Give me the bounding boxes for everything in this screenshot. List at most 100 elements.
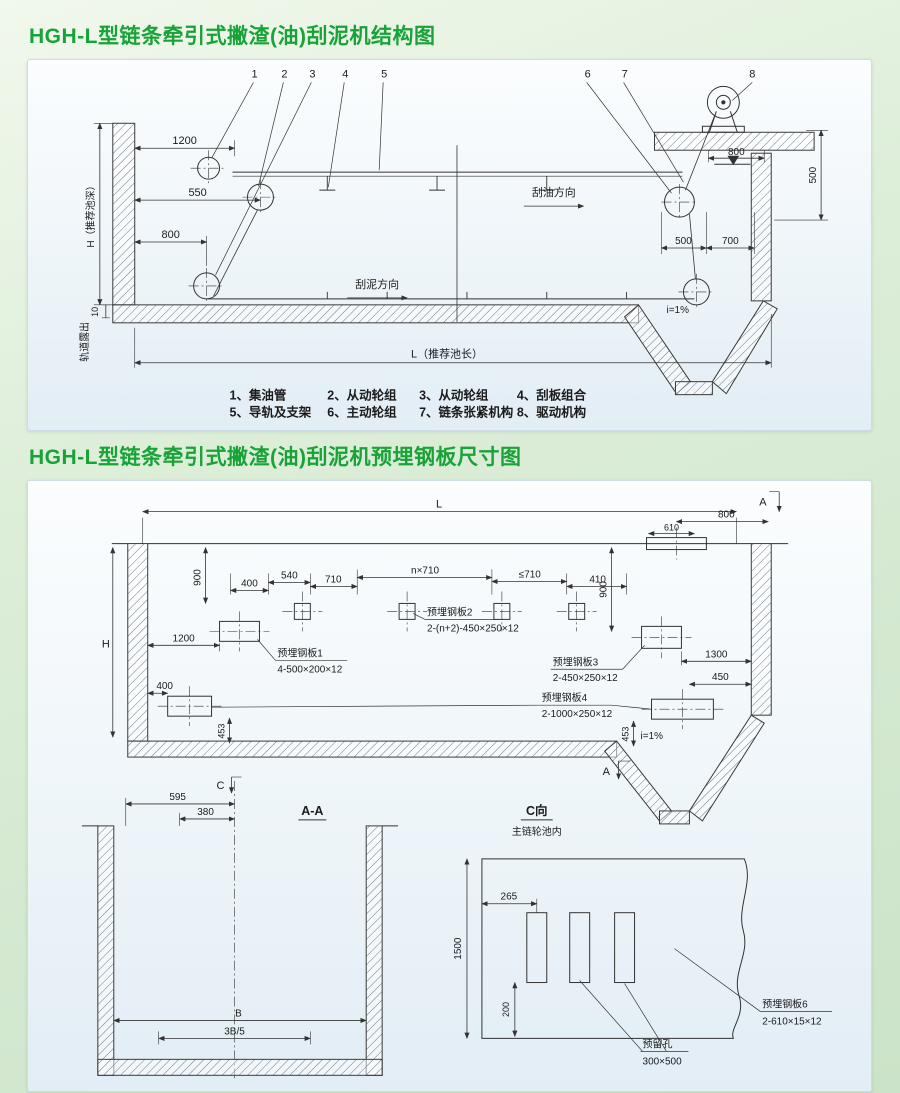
dim-453-left: 453 [217,724,227,739]
dim-400-top: 400 [241,578,258,589]
wheels [188,150,715,310]
structure-diagram-panel: 1 2 3 4 5 6 7 8 1200 550 800 [27,59,872,431]
dim-700-right: 700 [722,236,739,247]
hopper-slope-left [603,740,673,822]
section-marker-A-top: A [759,491,782,513]
left-wall [112,122,136,306]
dim-B: B [235,1008,242,1019]
marker-C-label: C [217,780,225,792]
plate-diagram-panel: L A 800 610 900 [27,480,872,1092]
callout-2: 2 [281,68,287,80]
pool-length-label: L（推荐池长） [411,347,483,361]
plate2-name: 预埋钢板2 [427,605,473,618]
hole-name: 预留孔 [643,1037,673,1050]
reserved-holes [526,912,636,984]
hole-spec: 300×500 [643,1056,683,1067]
structure-diagram-title: HGH-L型链条牵引式撇渣(油)刮泥机结构图 [29,25,436,48]
legend-item-4: 4、刮板组合 [517,388,587,403]
callout-7: 7 [622,68,628,80]
plate-diagram-title: HGH-L型链条牵引式撇渣(油)刮泥机预埋钢板尺寸图 [29,446,522,469]
view-C-label: C向 [526,803,547,818]
legend-item-7: 7、链条张紧机构 [419,405,513,420]
dim-540: 540 [281,570,298,581]
dim-H: H [102,638,110,650]
chain-system [207,145,696,322]
tank-structure [112,122,815,396]
dim-1200: 1200 [173,633,196,644]
legend-item-6: 6、主动轮组 [327,405,397,420]
mud-direction-label: 刮泥方向 [355,277,399,291]
slope-label: i=1% [666,305,689,316]
hopper-slope-right [688,714,765,822]
marker-A-bottom-label: A [603,766,611,778]
callout-3: 3 [309,68,315,80]
dim-L: L [436,499,442,511]
callouts: 1 2 3 4 5 6 7 8 [211,68,755,276]
left-wall [127,543,149,742]
callout-1: 1 [251,68,257,80]
oil-direction-label: 刮油方向 [532,185,576,199]
legend-item-5: 5、导轨及支架 [230,405,312,420]
dim-800-top: 800 [728,147,745,158]
plate-centerlines [157,527,724,730]
dim-1200: 1200 [172,135,196,147]
dim-710: 710 [325,574,342,585]
dim-610: 610 [664,523,679,533]
pool-depth-label: H（推荐池深） [84,181,97,248]
hole-2 [569,912,591,984]
section-right-wall [365,825,383,1076]
dim-3B5: 3B/5 [224,1026,245,1037]
dim-10: 10 [90,307,100,317]
marker-A-top-label: A [759,497,767,509]
rail-exposed-label: 轨道露出 [78,322,91,362]
dim-900-right: 900 [599,581,610,598]
plate-labels: 预埋钢板1 4-500×200×12 预埋钢板2 2-(n+2)-450×250… [211,605,652,720]
drive-mechanism [685,85,745,191]
callout-5: 5 [381,68,387,80]
hole-1 [526,912,548,984]
callout-6: 6 [585,68,591,80]
plate1-name: 预埋钢板1 [277,646,323,659]
legend-item-1: 1、集油管 [230,388,287,403]
dim-400-bottom: 400 [156,681,173,692]
hopper-bottom [674,381,713,396]
right-wall [750,152,772,302]
hopper-bottom [659,810,690,825]
section-marker-C: C [217,776,242,794]
plate1-spec: 4-500×200×12 [277,664,342,675]
floor-slab [112,304,640,324]
section-floor [97,1058,383,1076]
legend-item-2: 2、从动轮组 [327,388,397,403]
dimensions: 1200 550 800 500 700 800 [78,122,829,368]
dim-380: 380 [197,807,214,818]
plate6-spec: 2-610×15×12 [762,1016,822,1027]
callout-8: 8 [749,68,755,80]
legend-item-3: 3、从动轮组 [419,388,489,403]
dim-500-right: 500 [675,236,692,247]
dim-450: 450 [712,672,729,683]
plate4-name: 预埋钢板4 [542,691,588,704]
embedded-plate-diagram: L A 800 610 900 [81,491,833,1081]
dim-1300: 1300 [705,649,728,660]
elevation-dimensions: L A 800 610 900 [102,491,782,747]
dim-410: 410 [589,574,606,585]
right-wall [750,543,772,716]
slope-label-2: i=1% [641,731,664,742]
legend: 1、集油管 2、从动轮组 3、从动轮组 4、刮板组合 5、导轨及支架 6、主动轮… [230,388,587,420]
plate2-spec: 2-(n+2)-450×250×12 [427,623,519,634]
dim-265: 265 [501,892,518,903]
plate6-name: 预埋钢板6 [762,997,808,1010]
view-C-sub: 主链轮池内 [512,825,562,838]
scraper-flights [319,176,628,299]
floor-slab [127,740,618,758]
hopper-slope-left [623,304,692,395]
dim-le710: ≤710 [519,569,542,580]
dim-800: 800 [718,510,735,521]
hole-3 [614,912,636,984]
dim-1500: 1500 [453,937,464,960]
dim-500-vert: 500 [808,166,819,183]
dim-453-right: 453 [621,727,631,742]
hopper-slope-right [711,300,778,395]
view-C: C向 主链轮池内 1500 265 200 [453,803,833,1067]
